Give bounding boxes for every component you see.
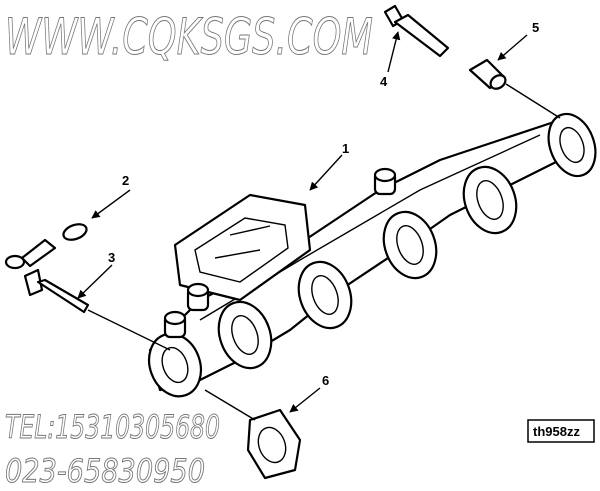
stud-part-4 <box>383 4 450 58</box>
ring-terminal-part-2 <box>4 223 88 270</box>
callout-6: 6 <box>322 373 329 388</box>
reference-code-box: th958zz <box>527 419 595 443</box>
capscrew-part-3 <box>23 268 90 314</box>
reference-code: th958zz <box>533 424 580 439</box>
gasket-part-6 <box>246 408 302 480</box>
watermark-tel: TEL:15310305680 <box>5 408 220 446</box>
spacer-part-5 <box>468 58 507 90</box>
callout-2: 2 <box>122 173 129 188</box>
watermark-phone: 023-65830950 <box>5 452 205 490</box>
callout-1: 1 <box>342 141 349 156</box>
exhaust-manifold <box>147 112 597 398</box>
callout-5: 5 <box>532 20 539 35</box>
callout-3: 3 <box>108 250 115 265</box>
callout-4: 4 <box>380 74 388 89</box>
watermark-site: WWW.CQKSGS.COM <box>5 8 373 66</box>
